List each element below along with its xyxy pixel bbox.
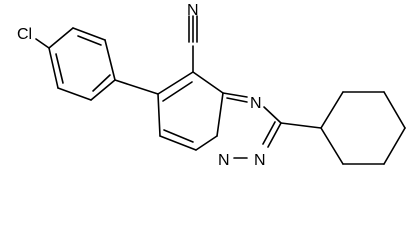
pyridine-ring xyxy=(157,71,224,151)
chlorophenyl-ring xyxy=(48,27,116,101)
structure-diagram: Cl N N N N xyxy=(17,2,406,169)
cyclohexyl-ring xyxy=(320,91,406,165)
atom-label-triazole-n-bridge: N xyxy=(218,152,230,169)
atom-label-nitrile-n: N xyxy=(187,2,199,19)
atom-label-chlorine: Cl xyxy=(17,26,32,43)
molecule-drawing: Cl N N N N xyxy=(17,2,406,169)
nitrile-group xyxy=(188,15,198,73)
bond-aryl-aryl xyxy=(114,79,159,95)
atom-label-triazole-n-lower: N xyxy=(254,152,266,169)
atom-label-triazole-n1: N xyxy=(250,95,262,112)
triazole-ring xyxy=(222,92,282,159)
bond-triazole-cyclohexyl xyxy=(280,122,322,129)
bond-c-cl xyxy=(35,38,50,49)
